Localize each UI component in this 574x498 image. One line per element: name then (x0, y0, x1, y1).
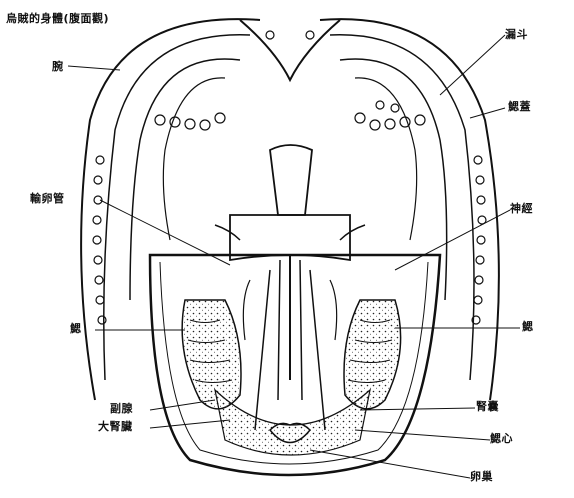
organ-mass (215, 390, 370, 455)
label-nerve: 神經 (510, 202, 533, 215)
label-oviduct: 輸卵管 (30, 192, 65, 205)
label-arm: 腕 (52, 60, 64, 73)
head-cartilage (230, 215, 350, 260)
label-gill-left: 鰓 (70, 322, 82, 335)
leader-lines (68, 35, 520, 478)
label-funnel: 漏斗 (505, 28, 528, 41)
right-gill (344, 300, 401, 409)
label-large-gland: 大腎臟 (98, 420, 133, 433)
diagram-title: 烏賊的身體(腹面觀) (6, 12, 109, 25)
label-kidney: 腎囊 (476, 400, 499, 413)
label-gill-heart: 鰓心 (490, 432, 513, 445)
left-gill (182, 300, 241, 409)
label-gill-lobe: 鰓蓋 (508, 100, 531, 113)
label-gonad: 副腺 (110, 402, 133, 415)
label-gill-right: 鰓 (522, 320, 534, 333)
label-ovary: 卵巢 (470, 470, 493, 483)
funnel (270, 145, 312, 215)
head-notch (240, 20, 340, 80)
